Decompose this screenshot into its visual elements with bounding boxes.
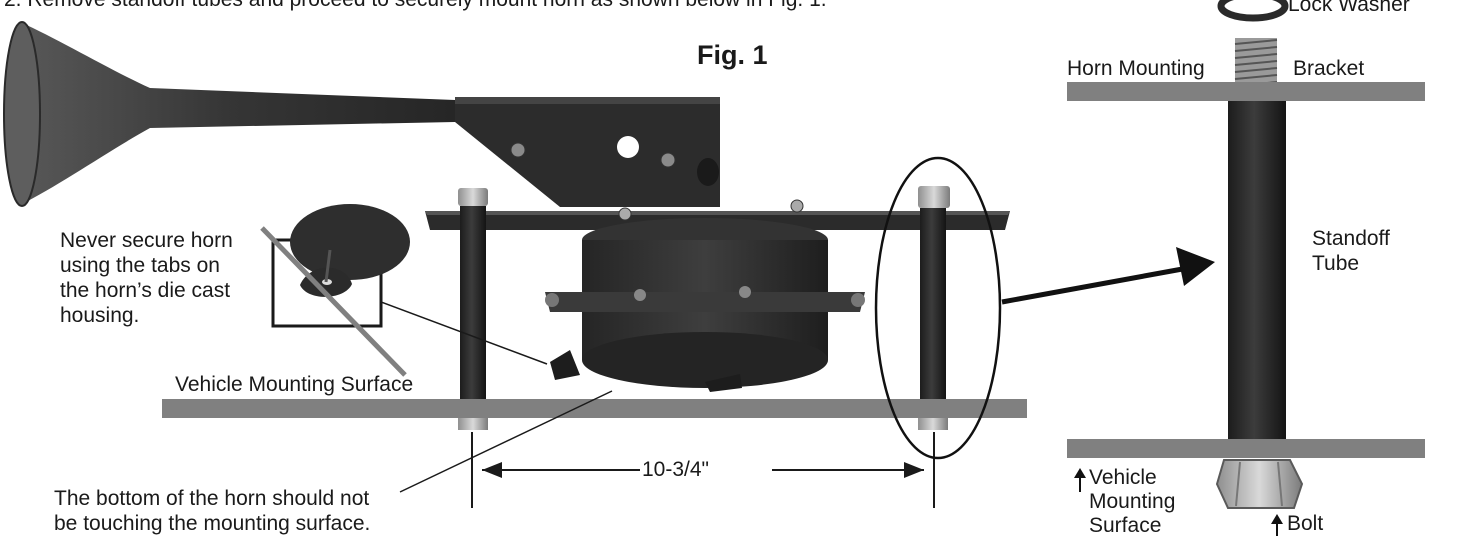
bottom-note-line: The bottom of the horn should not xyxy=(54,487,370,510)
standoff-callout-ellipse xyxy=(874,156,1002,460)
horn-mounting-label: Horn Mounting xyxy=(1067,57,1205,80)
standoff-tube-label: Standoff Tube xyxy=(1312,226,1390,276)
bolt-up-arrow xyxy=(1271,514,1283,536)
warning-note-line: housing. xyxy=(60,304,140,327)
standoff-label-line: Tube xyxy=(1312,252,1360,275)
bolt-label: Bolt xyxy=(1287,512,1324,535)
horn-bell-rim xyxy=(3,21,41,207)
horn-upper-bracket xyxy=(455,97,720,207)
standoff-tube xyxy=(1228,101,1286,439)
warning-note-line: using the tabs on xyxy=(60,254,220,277)
detail-vehicle-surface-label: Vehicle Mounting Surface xyxy=(1089,466,1175,538)
dimension-line xyxy=(471,432,935,508)
warning-note-line: Never secure horn xyxy=(60,229,233,252)
vehicle-surface-up-arrow xyxy=(1074,468,1086,492)
detail-vehicle-surface-bar xyxy=(1067,439,1425,458)
instruction-text: 2. Remove standoff tubes and proceed to … xyxy=(4,0,827,12)
bottom-note: The bottom of the horn should not be tou… xyxy=(54,486,370,536)
vehicle-surface-label: Vehicle Mounting Surface xyxy=(175,373,414,396)
warning-inset xyxy=(260,204,410,377)
lock-washer xyxy=(1217,0,1289,22)
standoff-detail xyxy=(1067,0,1425,536)
horn-mounting-bracket-bar xyxy=(1067,82,1425,101)
horn-assembly-photo xyxy=(3,21,1010,430)
warning-leader-line xyxy=(380,301,548,365)
dimension-label: 10-3/4" xyxy=(642,458,709,481)
bolt-head xyxy=(1215,459,1304,509)
callout-arrow xyxy=(1001,247,1215,305)
lock-washer-label: Lock Washer xyxy=(1288,0,1410,16)
bottom-note-line: be touching the mounting surface. xyxy=(54,512,371,535)
detail-surface-line: Mounting xyxy=(1089,490,1176,513)
standoff-label-line: Standoff xyxy=(1312,227,1390,250)
detail-surface-line: Vehicle xyxy=(1089,466,1157,489)
warning-note: Never secure horn using the tabs on the … xyxy=(60,228,233,328)
detail-surface-line: Surface xyxy=(1089,514,1162,537)
figure-title: Fig. 1 xyxy=(697,40,768,70)
warning-note-line: the horn’s die cast xyxy=(60,279,231,302)
bottom-leader-line xyxy=(399,390,613,493)
prohibition-slash xyxy=(260,226,407,377)
bracket-label: Bracket xyxy=(1293,57,1365,80)
horn-bell xyxy=(8,22,455,205)
vehicle-mounting-surface-bar xyxy=(162,399,1027,418)
